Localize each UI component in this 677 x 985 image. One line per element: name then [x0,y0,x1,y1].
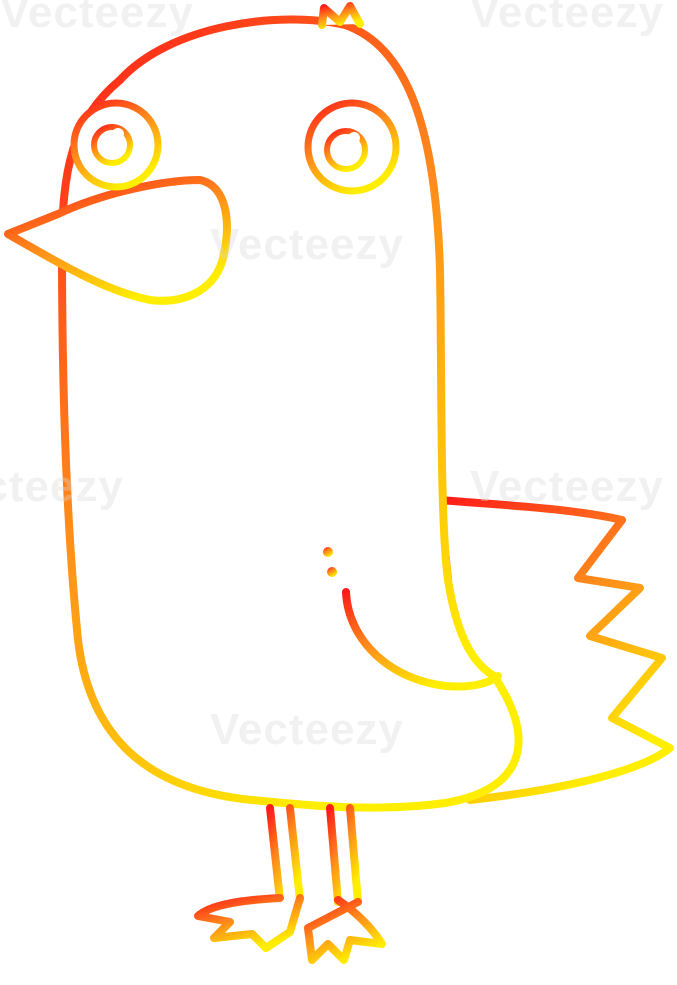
bird-dot-2 [327,567,337,577]
bird-pupil-right [324,128,368,172]
bird-dot-1 [323,547,333,557]
bird-leg-left [266,804,304,904]
bird-wing [342,588,502,691]
bird-beak [4,176,231,305]
bird-eye-highlight-left [112,128,124,140]
bird-pupil-left [91,124,133,166]
bird-tuft [318,2,364,29]
bird-eye-highlight-right [348,132,360,144]
bird-leg-right [326,804,362,906]
bird-eye-left [70,99,162,191]
bird-eye-right [304,99,400,195]
bird-foot-left [194,894,304,952]
bird-foot-right [304,896,386,964]
